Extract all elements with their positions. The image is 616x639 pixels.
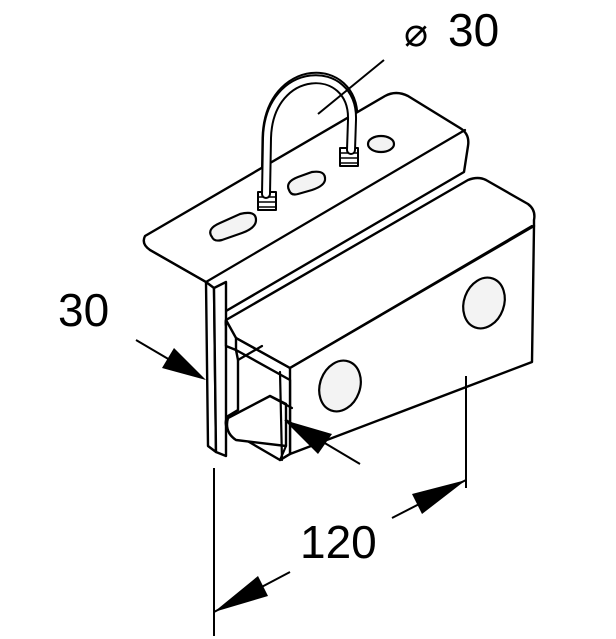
u-bolt-front [261,74,358,199]
diameter-label: 30 [448,4,499,56]
flange-hole-right [366,134,396,154]
flange-slot-left [209,211,258,242]
channel-hole-front [318,359,362,413]
flange-slot-middle [286,170,327,196]
vertical-web [204,280,228,458]
length-arrow-left [214,576,268,612]
dimension-length: 120 [213,376,467,636]
thickness-arrow-right [284,420,332,454]
thickness-arrow-left [162,348,206,380]
length-label: 120 [300,516,377,568]
thickness-label: 30 [58,284,109,336]
length-arrow-right [412,480,466,514]
diameter-symbol: ⌀ [404,11,428,55]
channel-hole-rear [462,276,506,330]
dimension-thickness: 30 [58,284,361,465]
dimension-diameter: ⌀ 30 [317,4,499,115]
